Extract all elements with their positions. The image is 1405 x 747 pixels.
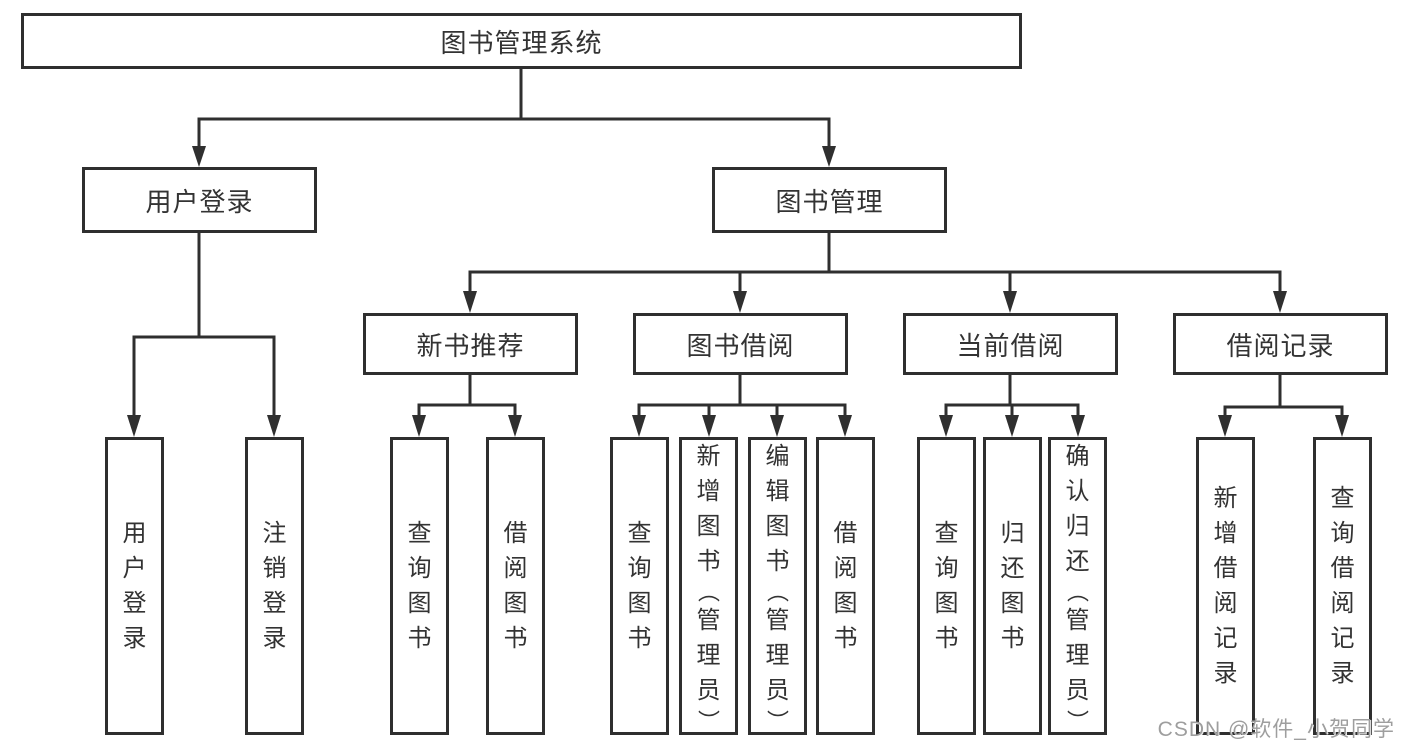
- branch-new-book-recommend: [417, 375, 517, 416]
- node-user-login-label: 用户登录: [145, 186, 254, 217]
- node-library-system-label: 图书管理系统: [440, 27, 603, 58]
- node-user-login: 用户登录: [82, 167, 317, 233]
- leaf-recommend-query-books: 查询图书: [390, 437, 449, 735]
- leaf-return-book: 归还图书: [983, 437, 1042, 735]
- node-book-borrow: 图书借阅: [633, 313, 848, 375]
- leaf-recommend-borrow-books: 借阅图书: [486, 437, 545, 735]
- branch-root: [197, 69, 831, 146]
- node-book-management: 图书管理: [712, 167, 947, 233]
- leaf-add-borrow-record: 新增借阅记录: [1196, 437, 1255, 735]
- arrowheads: [127, 146, 1349, 437]
- leaf-borrow-books: 借阅图书: [816, 437, 875, 735]
- node-book-management-label: 图书管理: [775, 186, 884, 217]
- watermark: CSDN @软件_小贺同学: [1157, 718, 1395, 741]
- leaf-add-book-admin: 新增图书（管理员）: [679, 437, 738, 735]
- leaf-logout: 注销登录: [245, 437, 304, 735]
- node-borrow-records: 借阅记录: [1173, 313, 1388, 375]
- node-book-borrow-label: 图书借阅: [686, 330, 795, 361]
- leaf-user-login: 用户登录: [105, 437, 164, 735]
- branch-borrow-records: [1223, 375, 1344, 416]
- node-current-borrow-label: 当前借阅: [956, 330, 1065, 361]
- leaf-query-borrow-record: 查询借阅记录: [1313, 437, 1372, 735]
- leaf-borrow-query-books: 查询图书: [610, 437, 669, 735]
- branch-user-login: [132, 233, 276, 416]
- branch-book-borrow: [637, 375, 847, 416]
- node-current-borrow: 当前借阅: [903, 313, 1118, 375]
- leaf-current-query-books: 查询图书: [917, 437, 976, 735]
- node-new-book-recommend: 新书推荐: [363, 313, 578, 375]
- branch-current-borrow: [944, 375, 1080, 416]
- leaf-confirm-return-admin: 确认归还（管理员）: [1048, 437, 1107, 735]
- branch-book-management: [468, 233, 1282, 292]
- node-new-book-recommend-label: 新书推荐: [416, 330, 525, 361]
- leaf-edit-book-admin: 编辑图书（管理员）: [748, 437, 807, 735]
- node-library-system: 图书管理系统: [21, 13, 1022, 69]
- node-borrow-records-label: 借阅记录: [1226, 330, 1335, 361]
